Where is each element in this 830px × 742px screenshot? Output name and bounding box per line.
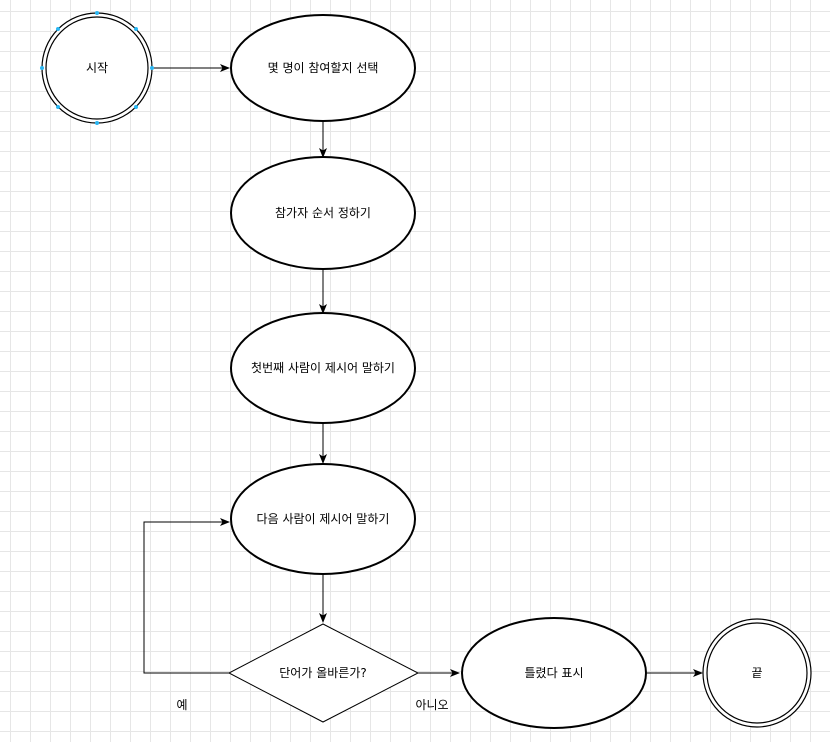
start-node-inner-ring: [45, 16, 149, 120]
step-mark-wrong-label: 틀렸다 표시: [524, 666, 583, 680]
step-next-person-word-label: 다음 사람이 제시어 말하기: [257, 512, 390, 526]
step-order-participants-label: 참가자 순서 정하기: [275, 206, 371, 220]
selection-handles[interactable]: [40, 11, 154, 125]
decision-word-correct[interactable]: 단어가 올바른가?: [227, 623, 420, 723]
step-first-person-word-label: 첫번째 사람이 제시어 말하기: [251, 361, 395, 375]
connectors: [143, 64, 703, 677]
end-node-label: 끝: [751, 666, 762, 680]
selection-handle[interactable]: [95, 121, 99, 125]
step-select-participants[interactable]: 몇 명이 참여할지 선택: [230, 14, 416, 122]
selection-handle[interactable]: [56, 27, 60, 31]
decision-word-correct-label: 단어가 올바른가?: [279, 666, 366, 680]
start-node-label: 시작: [86, 61, 108, 75]
step-select-participants-label: 몇 명이 참여할지 선택: [268, 61, 379, 75]
step-mark-wrong-shape: [461, 617, 647, 729]
step-select-participants-shape: [230, 14, 416, 122]
step-next-person-word-shape: [230, 463, 416, 575]
selection-handle[interactable]: [150, 66, 154, 70]
selection-handle[interactable]: [56, 105, 60, 109]
connector-decision-yes-loop[interactable]: [143, 518, 230, 674]
selection-handle[interactable]: [40, 66, 44, 70]
end-node[interactable]: 끝: [702, 618, 812, 728]
selection-handle[interactable]: [134, 105, 138, 109]
step-order-participants[interactable]: 참가자 순서 정하기: [230, 156, 416, 270]
step-mark-wrong[interactable]: 틀렸다 표시: [461, 617, 647, 729]
branch-yes-label: 예: [176, 698, 187, 712]
start-node[interactable]: 시작: [40, 11, 154, 125]
step-first-person-word[interactable]: 첫번째 사람이 제시어 말하기: [230, 312, 416, 424]
step-first-person-word-shape: [230, 312, 416, 424]
selection-handle[interactable]: [95, 11, 99, 15]
selection-handle[interactable]: [134, 27, 138, 31]
end-node-inner-ring: [706, 622, 808, 724]
branch-no-label: 아니오: [415, 698, 448, 712]
step-next-person-word[interactable]: 다음 사람이 제시어 말하기: [230, 463, 416, 575]
decision-word-correct-shape: [227, 623, 420, 723]
step-order-participants-shape: [230, 156, 416, 270]
